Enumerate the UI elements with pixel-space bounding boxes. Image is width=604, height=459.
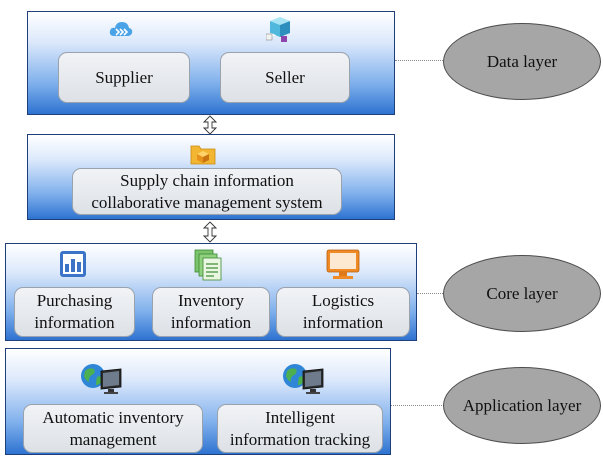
double-arrow-icon bbox=[203, 115, 217, 135]
seller-label: Seller bbox=[265, 68, 305, 87]
globe-computer-icon bbox=[81, 364, 122, 394]
purchasing-label-line2: information bbox=[34, 313, 115, 332]
system-label-line1: Supply chain information bbox=[120, 170, 294, 190]
purchasing-box[interactable]: Purchasing information bbox=[14, 287, 135, 337]
purchasing-label-line1: Purchasing bbox=[36, 291, 113, 310]
data-layer-label: Data layer bbox=[486, 51, 558, 71]
inventory-label-line2: information bbox=[170, 313, 252, 332]
globe-computer-icon bbox=[283, 364, 324, 394]
core-layer-label: Core layer bbox=[486, 283, 558, 303]
logistics-label-line1: Logistics bbox=[311, 291, 375, 310]
folder-package-icon bbox=[190, 145, 216, 165]
tracking-box[interactable]: Intelligent information tracking bbox=[217, 404, 383, 453]
application-layer-oval: Application layer bbox=[443, 367, 601, 444]
application-layer-connector bbox=[391, 405, 444, 406]
supplier-box[interactable]: Supplier bbox=[58, 52, 190, 103]
seller-box[interactable]: Seller bbox=[220, 52, 350, 103]
data-layer-oval: Data layer bbox=[443, 23, 601, 100]
core-layer-panel: Purchasing information Inventory informa… bbox=[5, 243, 417, 341]
cloud-icon bbox=[109, 22, 133, 36]
supplier-label: Supplier bbox=[95, 68, 153, 87]
logistics-box[interactable]: Logistics information bbox=[276, 287, 410, 337]
application-layer-label: Application layer bbox=[462, 395, 582, 415]
cube-icon bbox=[266, 17, 290, 42]
system-label-line2: collaborative management system bbox=[91, 192, 323, 212]
system-box[interactable]: Supply chain information collaborative m… bbox=[72, 168, 342, 215]
auto-inventory-label-line2: management bbox=[69, 429, 157, 449]
logistics-label-line2: information bbox=[302, 313, 384, 332]
application-layer-panel: Automatic inventory management Intellige… bbox=[5, 348, 391, 455]
tracking-label-line2: information tracking bbox=[229, 429, 371, 449]
inventory-label-line1: Inventory bbox=[177, 291, 245, 310]
auto-inventory-box[interactable]: Automatic inventory management bbox=[23, 404, 203, 453]
bar-chart-icon bbox=[60, 251, 86, 277]
core-layer-connector bbox=[417, 293, 443, 294]
data-layer-panel: Supplier Seller bbox=[27, 11, 395, 115]
inventory-box[interactable]: Inventory information bbox=[152, 287, 270, 337]
double-arrow-icon bbox=[203, 221, 217, 243]
auto-inventory-label-line1: Automatic inventory bbox=[42, 407, 184, 427]
system-panel: Supply chain information collaborative m… bbox=[27, 134, 395, 220]
documents-icon bbox=[194, 249, 222, 281]
core-layer-oval: Core layer bbox=[443, 255, 601, 332]
tracking-label-line1: Intelligent bbox=[265, 407, 335, 427]
data-layer-connector bbox=[395, 60, 443, 61]
monitor-icon bbox=[326, 249, 360, 279]
